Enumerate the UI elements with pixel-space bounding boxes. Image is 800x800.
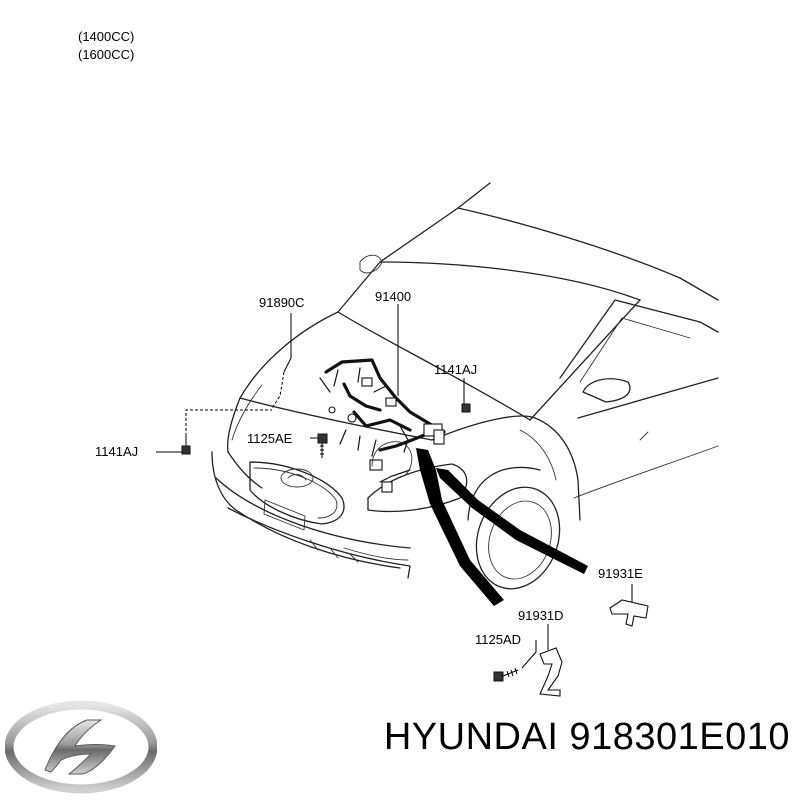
- fastener-1125ad: [493, 667, 519, 682]
- fastener-1141aj-left: [181, 436, 191, 455]
- callout-1141aj-right: 1141AJ: [434, 362, 477, 377]
- fastener-1141aj-right: [461, 403, 471, 413]
- callout-91931d: 91931D: [518, 608, 564, 623]
- fastener-1125ae: [317, 433, 328, 458]
- bracket-91931e: [609, 599, 649, 627]
- wiring-harness: [319, 358, 446, 493]
- callout-1125ad: 1125AD: [475, 632, 521, 647]
- callout-91890c: 91890C: [259, 295, 305, 310]
- car-outline: [211, 182, 719, 590]
- engine-spec-1400cc: (1400CC): [78, 29, 135, 44]
- callout-91400: 91400: [375, 289, 411, 304]
- harness-bands: [416, 448, 588, 606]
- callout-1125ae: 1125AE: [247, 431, 293, 446]
- callout-91931e: 91931E: [598, 566, 643, 581]
- callout-1141aj-left: 1141AJ: [95, 444, 138, 459]
- engine-spec-1600cc: (1600CC): [78, 47, 135, 62]
- leader-lines: [156, 304, 633, 669]
- hyundai-logo-icon: [5, 700, 157, 794]
- brand-part-number-title: HYUNDAI 918301E010: [383, 716, 790, 758]
- bracket-91931d: [539, 647, 563, 697]
